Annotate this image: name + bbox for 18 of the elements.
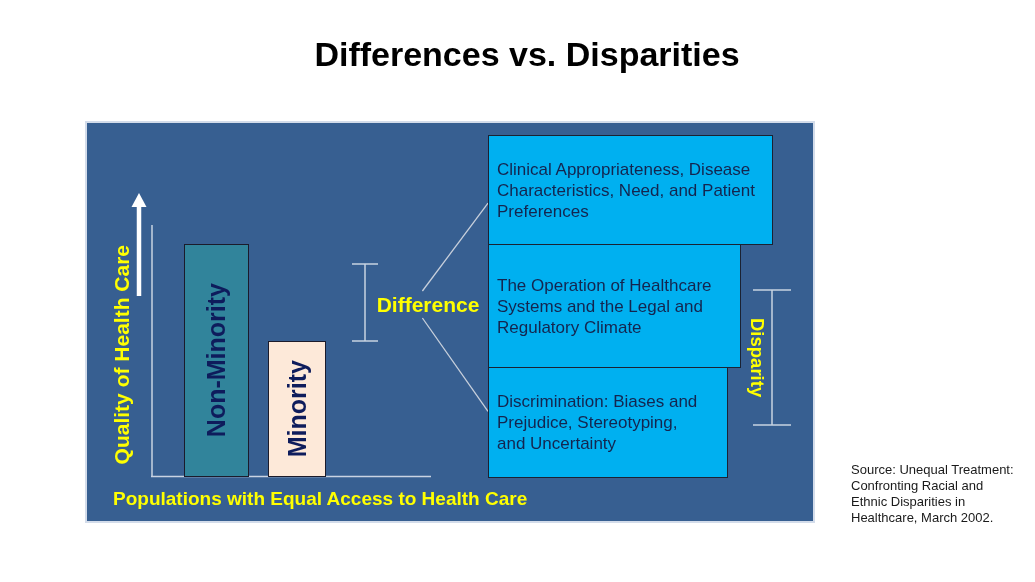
bar	[268, 341, 326, 477]
axis-label: Quality of Health Care	[110, 245, 134, 465]
bar-label: Minority	[284, 360, 310, 458]
difference-label: Difference	[372, 291, 484, 318]
axis-label: Populations with Equal Access to Health Care	[113, 488, 528, 510]
bracket-label: Disparity	[747, 318, 769, 398]
connector-line	[421, 317, 489, 413]
slide-title: Differences vs. Disparities	[313, 34, 741, 74]
bar-label: Non-Minority	[204, 283, 229, 438]
box-text: Clinical Appropriateness, Disease Characteristics, Need, and Patient Preferences	[497, 158, 756, 222]
box-text: Discrimination: Biases and Prejudice, Stereotyping, and Uncertainty	[497, 391, 699, 454]
box-text: The Operation of Healthcare Systems and the Legal and Regulatory Climate	[497, 274, 713, 338]
source-note: Source: Unequal Treatment: Confronting Racial and Ethnic Disparities in Healthcare, March 2002.	[851, 462, 1015, 526]
factor-box	[488, 135, 773, 245]
factor-box	[488, 244, 741, 368]
bar	[184, 244, 249, 477]
factor-box	[488, 367, 728, 478]
connector-line	[421, 202, 489, 292]
